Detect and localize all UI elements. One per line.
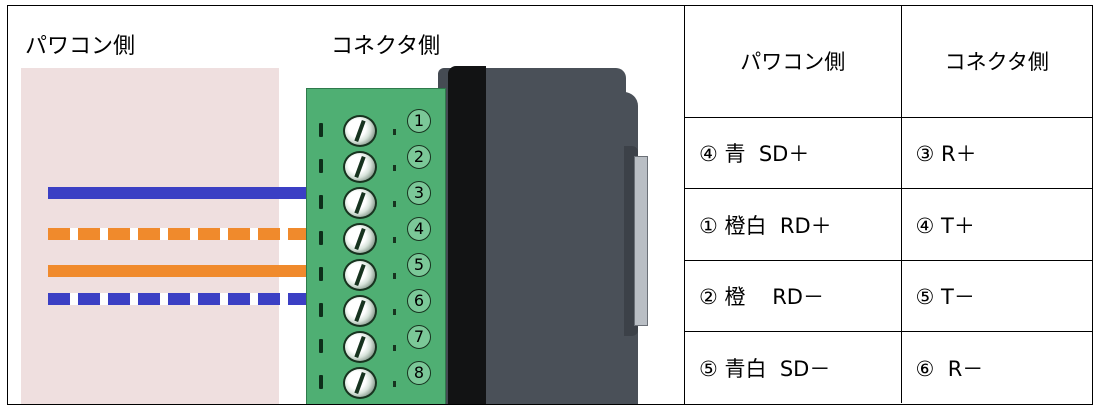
wire-blue-white	[48, 293, 308, 305]
terminal-screw-icon	[343, 295, 377, 327]
terminal-number: 8	[407, 361, 431, 385]
terminal-number: 7	[407, 325, 431, 349]
connector-side-label: コネクタ側	[331, 34, 441, 59]
connector-housing	[448, 66, 486, 404]
terminal-screw-icon	[343, 223, 377, 255]
terminal-slot	[319, 231, 323, 245]
terminal-number: 4	[407, 217, 431, 241]
cell-pc: ⑤ 青白 SD－	[685, 331, 902, 403]
terminal-number: 3	[407, 181, 431, 205]
header-connector-side: コネクタ側	[900, 6, 1092, 118]
wire-orange-white	[48, 228, 308, 240]
pc-side-label: パワコン側	[25, 34, 136, 59]
terminal-pin-mark	[393, 381, 396, 387]
terminal-pin-mark	[393, 237, 396, 243]
terminal-pin-mark	[393, 345, 396, 351]
cell-pc: ② 橙 RD－	[685, 259, 902, 333]
cell-connector: ③ R＋	[900, 116, 1092, 190]
header-pc-side: パワコン側	[685, 6, 902, 118]
wire-blue	[48, 187, 308, 199]
terminal-block: 1 2 3 4 5 6 7 8	[306, 88, 446, 404]
terminal-pin-mark	[393, 309, 396, 315]
terminal-slot	[319, 267, 323, 281]
table-row: ④ 青 SD＋ ③ R＋	[685, 116, 1092, 190]
terminal-screw-icon	[343, 259, 377, 291]
terminal-number: 6	[407, 289, 431, 313]
table-header-row: パワコン側 コネクタ側	[685, 6, 1092, 118]
terminal-slot	[319, 195, 323, 209]
table-row: ① 橙白 RD＋ ④ T＋	[685, 188, 1092, 261]
terminal-slot	[319, 339, 323, 353]
cell-connector: ⑤ T－	[900, 259, 1092, 333]
wiring-illustration: パワコン側 コネクタ側 1 2 3 4 5 6 7 8	[8, 6, 685, 404]
terminal-slot	[319, 375, 323, 389]
table-row: ⑤ 青白 SD－ ⑥ R－	[685, 331, 1092, 403]
pin-mapping-table: パワコン側 コネクタ側 ④ 青 SD＋ ③ R＋ ① 橙白 RD＋ ④ T＋ ②…	[685, 6, 1092, 403]
terminal-pin-mark	[393, 273, 396, 279]
terminal-screw-icon	[343, 331, 377, 363]
terminal-number: 1	[407, 109, 431, 133]
terminal-slot	[319, 303, 323, 317]
cell-connector: ④ T＋	[900, 188, 1092, 261]
cell-connector: ⑥ R－	[900, 331, 1092, 403]
wiring-diagram-frame: パワコン側 コネクタ側 1 2 3 4 5 6 7 8 パワコン側 コネクタ側 ④ 青 SD＋…	[7, 5, 1093, 405]
terminal-pin-mark	[393, 201, 396, 207]
wire-orange	[48, 265, 308, 277]
terminal-slot	[319, 159, 323, 173]
terminal-slot	[319, 123, 323, 137]
table-row: ② 橙 RD－ ⑤ T－	[685, 259, 1092, 333]
terminal-number: 2	[407, 145, 431, 169]
cell-pc: ④ 青 SD＋	[685, 116, 902, 190]
terminal-pin-mark	[393, 129, 396, 135]
terminal-screw-icon	[343, 151, 377, 183]
terminal-number: 5	[407, 253, 431, 277]
connector-flange	[634, 156, 648, 326]
terminal-pin-mark	[393, 165, 396, 171]
terminal-screw-icon	[343, 187, 377, 219]
terminal-screw-icon	[343, 367, 377, 399]
terminal-screw-icon	[343, 115, 377, 147]
cell-pc: ① 橙白 RD＋	[685, 188, 902, 261]
